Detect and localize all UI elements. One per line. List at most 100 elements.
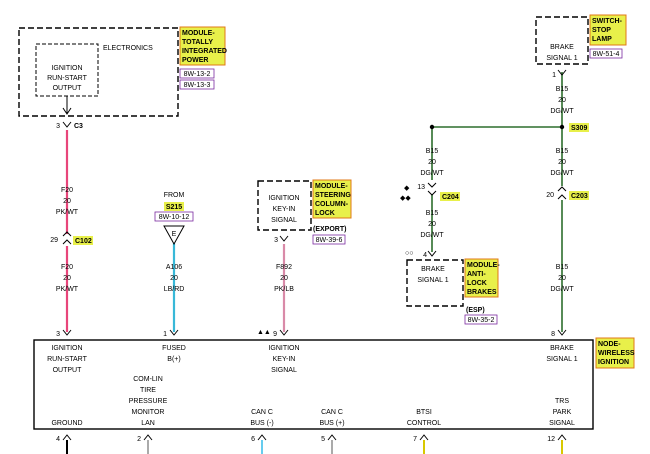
node-pin-3-icon [62,329,72,336]
steering-column-lock: IGNITION KEY-IN SIGNAL MODULE- STEERING … [257,179,352,293]
abs-tag-line-4: BRAKES [467,289,497,296]
tip-tag-line-2: TOTALLY [182,39,213,46]
wire-b15-abs-top-gauge: 20 [428,159,436,166]
node-pin-3-line-1: IGNITION [51,345,82,352]
c203-connector-icon [557,186,567,200]
tip-ref-2-box[interactable] [179,79,215,90]
node-tag-line-1: NODE- [598,341,621,348]
node-pin-1-number: 1 [163,331,167,338]
wire-f20-bottom-gauge: 20 [63,275,71,282]
wire-a106-gauge: 20 [170,275,178,282]
wire-b15-abs-top-color: DG/WT [420,170,444,177]
node-pin-8-line-1: BRAKE [550,345,574,352]
from-splice-label: S215 [166,204,182,211]
wire-a106-circuit: A106 [166,264,182,271]
tip-connector-label: C3 [74,123,83,130]
abs-ref-box[interactable] [464,314,498,325]
tip-tag-line-1: MODULE- [182,30,215,37]
c204-label: C204 [442,194,459,201]
tip-ref-2[interactable]: 8W-13-3 [184,82,211,89]
node-pin-1-line-2: B(+) [167,356,180,363]
from-splice-bg [164,202,184,211]
c203-bg [569,191,589,200]
node-pin-5-line-1: CAN C [321,409,343,416]
node-pin-7-icon [419,434,429,441]
node-pin-5-number: 5 [321,436,325,443]
from-ref[interactable]: 8W-10-12 [159,214,190,221]
c102-pin-number: 29 [50,237,58,244]
abs-circles-symbol: ○○ [405,250,413,257]
tip-module: ELECTRONICS IGNITION RUN-START OUTPUT MO… [18,26,227,130]
steering-ref-box[interactable] [312,234,346,245]
node-pin-7-number: 7 [413,436,417,443]
tip-output-arrowhead [62,107,72,115]
node-pin-9-line-1: IGNITION [268,345,299,352]
node-pin-6-number: 6 [251,436,255,443]
node-pin-9-icon [279,329,289,336]
splice-left-dot [429,124,435,130]
node-pin-12-icon [557,434,567,441]
c204-diamond-top: ◆ [404,185,410,192]
steering-module-outline [257,180,312,231]
node-pin-6-icon [257,434,267,441]
wire-b15-abs-mid-color: DG/WT [420,232,444,239]
node-pin-2-number: 2 [137,436,141,443]
steering-tag-bg [312,179,352,219]
node-pin-8-icon [557,329,567,336]
c102-label: C102 [75,238,92,245]
tip-inner-line-3: OUTPUT [53,85,83,92]
node-pin-2-line-2: TIRE [140,387,156,394]
switch-ref-box[interactable] [589,48,623,59]
switch-inner-line-2: SIGNAL 1 [546,55,577,62]
tip-inner-line-2: RUN-START [47,75,88,82]
wire-b15-switch-color: DG/WT [550,108,574,115]
tip-tag-bg [179,26,226,66]
node-pin-3-line-2: RUN-START [47,356,88,363]
from-label: FROM [164,192,185,199]
tip-ref-1-box[interactable] [179,68,215,79]
node-pin-2-icon [143,434,153,441]
c204-diamonds-bottom: ◆◆ [400,195,411,202]
abs-inner-line-1: BRAKE [421,266,445,273]
wire-b15-right-mid-gauge: 20 [558,159,566,166]
node-pin-2-line-3: PRESSURE [129,398,168,405]
node-pin-9-line-3: SIGNAL [271,367,297,374]
from-triangle-icon [163,225,185,246]
tip-ref-1[interactable]: 8W-13-2 [184,71,211,78]
tip-wire-labels: F20 20 PK/WT 29 C102 F20 20 PK/WT [50,187,93,293]
c203-label: C203 [571,193,588,200]
wire-b15-right-mid-circuit: B15 [556,148,569,155]
splice-s309-dot [559,124,565,130]
c204-bg [440,192,460,201]
node-module-outline [33,339,594,430]
abs-module-outline [406,259,464,307]
tip-tag-line-3: INTEGRATED [182,48,227,55]
switch-pin-number: 1 [552,72,556,79]
wire-b15-switch-circuit: B15 [556,86,569,93]
node-pin-5-line-2: BUS (+) [319,420,344,427]
switch-ref[interactable]: 8W-51-4 [593,51,620,58]
s309-bg [569,123,589,132]
wire-b15-switch-gauge: 20 [558,97,566,104]
steering-inner-line-1: IGNITION [268,195,299,202]
c102-bg [73,236,93,245]
tip-tag-line-4: POWER [182,57,208,64]
wire-f892-gauge: 20 [280,275,288,282]
node-pin-12-line-3: SIGNAL [549,420,575,427]
node-pin-8-line-2: SIGNAL 1 [546,356,577,363]
from-ref-box[interactable] [154,211,194,222]
abs-ref[interactable]: 8W-35-2 [468,317,495,324]
wire-f892-color: PK/LB [274,286,294,293]
tip-pin-number: 3 [56,123,60,130]
steering-inner-line-2: KEY-IN [273,206,296,213]
wire-b15-right-bottom-circuit: B15 [556,264,569,271]
abs-pin-terminal-icon [427,250,437,257]
c204-connector-icon [427,182,437,196]
steering-tag-line-3: COLUMN- [315,201,349,208]
node-pin-6-line-2: BUS (-) [250,420,273,427]
wire-f892-circuit: F892 [276,264,292,271]
node-pin-9-line-2: KEY-IN [273,356,296,363]
steering-ref[interactable]: 8W-39-6 [316,237,343,244]
node-pin-7-line-1: BTSI [416,409,432,416]
